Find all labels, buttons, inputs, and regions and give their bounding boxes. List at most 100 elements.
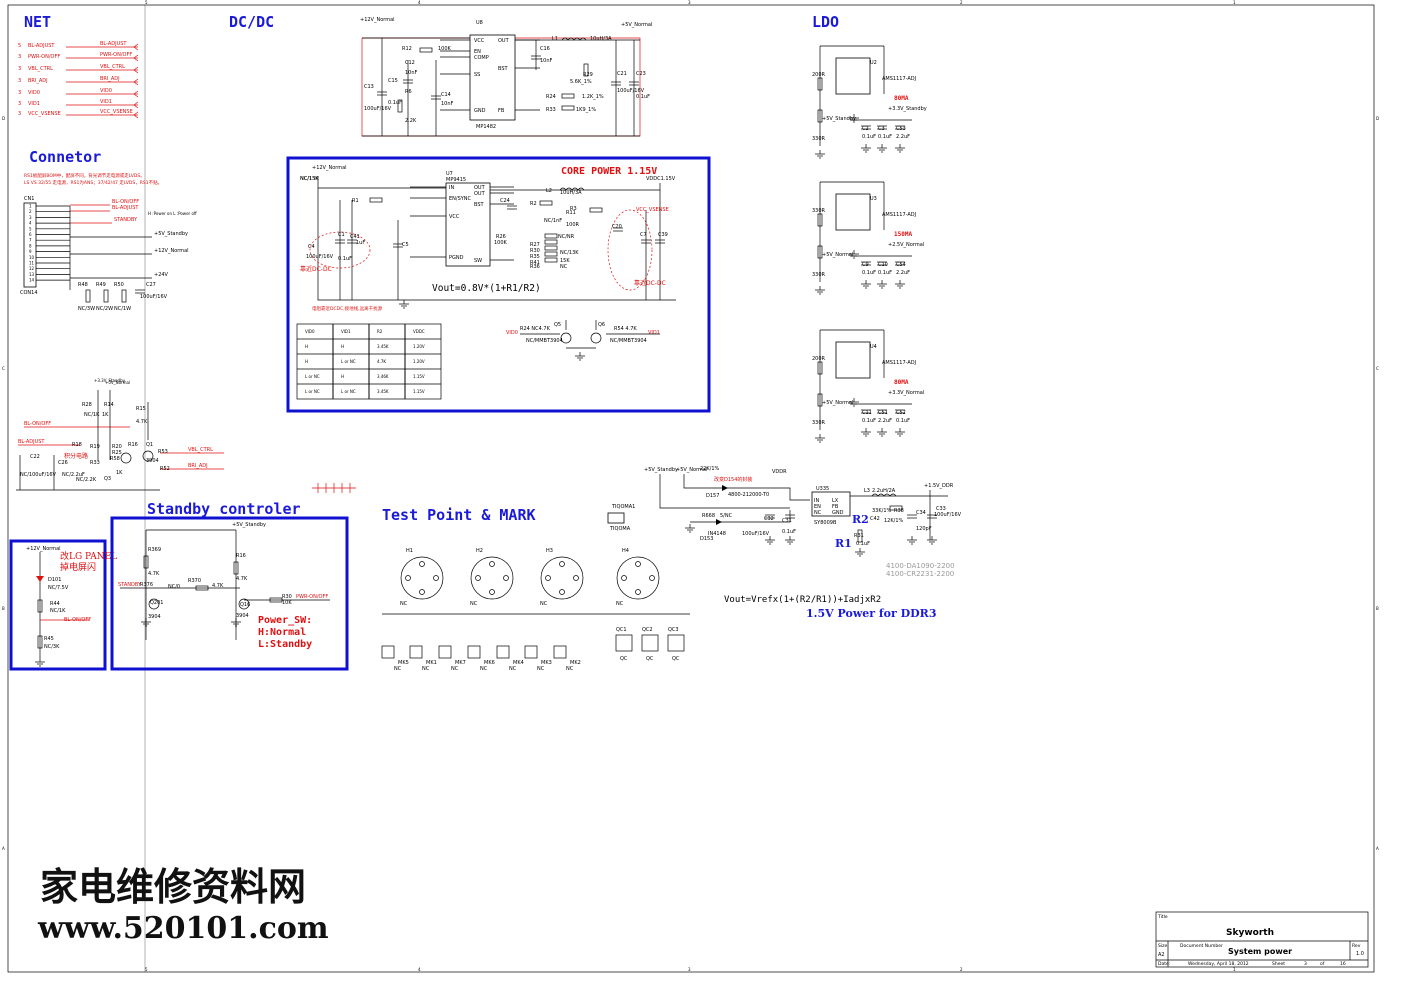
connector-part: NC/3W <box>78 306 95 312</box>
date-label: Date: <box>1158 961 1170 967</box>
mark-value: NC <box>537 666 545 672</box>
net-name: PWR-ON/OFF <box>28 54 60 60</box>
capacitor <box>877 409 887 414</box>
resistor <box>561 105 575 111</box>
connector-pin: 6 <box>29 232 32 237</box>
connector-note: RS1板配屏BOM中，配屏不同，背光调节走电源或走LVDS。 <box>24 172 145 179</box>
connector-section-title: Connetor <box>29 148 101 166</box>
standby-part: R30 <box>282 594 292 600</box>
mark-value: NC <box>480 666 488 672</box>
core-part-label: R36 <box>530 264 540 270</box>
capacitor <box>507 205 517 210</box>
backlight-rail-3v3: +3.3V_Standby <box>94 378 126 383</box>
capacitor <box>135 289 145 294</box>
core-vout-formula: Vout=0.8V*(1+R1/R2) <box>432 283 541 294</box>
backlight-part: Q3 <box>104 476 111 482</box>
qc-value: QC <box>646 656 654 662</box>
dcdc-part-label: C23 <box>636 71 646 77</box>
net-pin: 3 <box>18 66 21 72</box>
standby-part: R376 <box>140 582 153 588</box>
resistor <box>37 635 43 649</box>
ground-symbol <box>861 280 871 289</box>
lg-panel-box <box>9 539 107 671</box>
backlight-part: 4.7K <box>136 419 148 425</box>
net-label: VID0 <box>100 88 112 94</box>
resistor <box>397 99 403 113</box>
net-label: VBL_CTRL <box>100 64 125 70</box>
backlight-part: R53 <box>158 449 168 455</box>
net-name: BRI_ADJ <box>28 78 48 84</box>
ddr-chip-part: SY8009B <box>814 520 837 526</box>
resistor <box>583 63 589 77</box>
resistor <box>817 245 823 259</box>
connector-pin: 3 <box>29 215 32 220</box>
ground-symbol <box>141 618 151 627</box>
dcdc-block: +12V_Normal +5V_Normal U8 MP1482 VCCENCO… <box>360 17 652 137</box>
net-pin: 3 <box>18 54 21 60</box>
hole-ref: H2 <box>476 548 483 554</box>
size-label: Size <box>1158 943 1167 949</box>
resistor <box>37 599 43 613</box>
connector-pin: 13 <box>29 272 35 277</box>
dcdc-chip <box>469 34 516 121</box>
core-part-label: R3 <box>570 206 577 212</box>
connector-part: NC/1W <box>114 306 131 312</box>
ground-symbol <box>849 250 859 259</box>
dcdc-part-label: 10uH/3A <box>590 36 612 42</box>
net-name: VBL_CTRL <box>28 66 53 72</box>
resistor <box>85 289 91 303</box>
ground-symbol <box>895 144 905 153</box>
lg-panel-part: NC/3K <box>44 644 60 650</box>
connector-net: +24V <box>154 272 169 278</box>
resistor <box>817 213 823 227</box>
ldo-cap-value: 0.1uF <box>862 270 876 276</box>
mark-value: NC <box>566 666 574 672</box>
core-part-label: R26 <box>496 234 506 240</box>
mark-ref: MK6 <box>484 660 495 666</box>
ddr-part: 0.1uF <box>856 541 870 547</box>
ldo-blocks: U2AMS1117-ADJ80MA+3.3V_Standby+5V_Standb… <box>812 45 927 443</box>
resistor <box>233 561 239 575</box>
ddr-vout-formula: Vout=Vrefx(1+(R2/R1))+IadjxR2 <box>724 595 881 605</box>
mark-value: NC <box>451 666 459 672</box>
ddr-part: IN4148 <box>708 531 726 537</box>
resistor <box>544 257 558 263</box>
ground-symbol <box>231 618 241 627</box>
frame-row-left: A <box>2 846 5 851</box>
vid-table-cell: 1.20V <box>413 344 425 349</box>
ground-symbol <box>765 536 775 545</box>
ldo-cap-ref: C52 <box>896 410 906 416</box>
ground-symbol <box>849 114 859 123</box>
frame-row-right: C <box>1376 366 1379 371</box>
standby-part: NC/0 <box>168 584 180 590</box>
standby-output-net: PWR-ON/OFF <box>296 594 328 600</box>
ldo-chip <box>835 341 871 379</box>
frame-col-bottom: 4 <box>418 967 421 972</box>
dcdc-section-title: DC/DC <box>229 13 274 31</box>
core-part-label: 100K <box>494 240 508 246</box>
ldo-cap-value: 2.2uF <box>878 418 892 424</box>
ldo-cap-ref: C2 <box>862 126 869 132</box>
vcc-sense-label: VCC_VSENSE <box>636 207 669 213</box>
dcdc-pin-left: COMP <box>474 55 489 61</box>
frame-row-right: D <box>1376 116 1379 121</box>
dcdc-part-label: L1 <box>552 36 558 42</box>
ldo-input: +5V_Normal <box>822 252 853 258</box>
frame-col-top: 4 <box>418 0 421 5</box>
ddr-part: 0.1uF <box>782 529 796 535</box>
ddr-part: L3 <box>864 488 870 494</box>
core-power-block: CORE POWER 1.15V +12V_Normal VDDC1.15V U… <box>296 165 676 400</box>
ddr-part: 120pF <box>916 526 932 532</box>
net-section-title: NET <box>24 13 51 31</box>
ddr-part: 2.2uH/2A <box>872 488 896 494</box>
capacitor <box>927 514 937 519</box>
ddr-note: 改变D154的封装 <box>714 476 752 483</box>
dcdc-pin-right: FB <box>498 108 505 114</box>
dcdc-part-label: R12 <box>402 46 412 52</box>
dcdc-pin-right: OUT <box>498 38 510 44</box>
ddr-part: R668 <box>702 513 715 519</box>
